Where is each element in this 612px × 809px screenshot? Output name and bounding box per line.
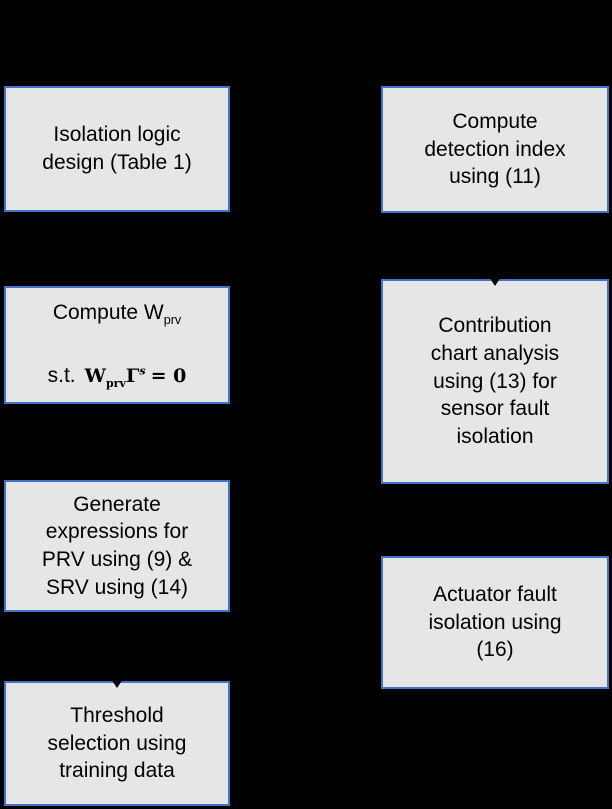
math-zero: 0	[173, 365, 187, 388]
arrow-down-icon	[109, 676, 125, 688]
math-w-subscript: prv	[105, 376, 126, 390]
box-label: Isolation logic design (Table 1)	[42, 123, 192, 174]
box-label: Threshold selection using training data	[47, 703, 187, 783]
math-gamma-superscript: s	[139, 364, 146, 378]
box-label: Generate expressions for PRV using (9) &…	[41, 492, 193, 599]
box-compute-wprv: Compute Wprv s.t.WprvΓs= 0	[4, 286, 230, 404]
box-compute-detection-index: Compute detection index using (11)	[381, 86, 609, 213]
such-that-text: s.t.	[47, 364, 76, 388]
w-subscript-prv: prv	[163, 312, 182, 327]
box-threshold-selection: Threshold selection using training data	[4, 681, 230, 806]
constraint-equation: WprvΓs = 0	[84, 364, 187, 390]
compute-wprv-line1: Compute Wprv	[10, 299, 224, 329]
box-label: Compute detection index using (11)	[424, 109, 566, 189]
math-gamma: Γ	[125, 365, 140, 388]
box-label: Actuator fault isolation using (16)	[428, 582, 562, 662]
box-label: Contribution chart analysis using (13) f…	[430, 314, 560, 449]
compute-wprv-line2: s.t. WprvΓs = 0	[10, 362, 224, 391]
compute-w-text: Compute W	[52, 300, 164, 324]
box-label: Compute Wprv s.t.WprvΓs= 0	[6, 271, 228, 419]
arrow-down-icon	[487, 274, 503, 286]
box-actuator-fault-isolation: Actuator fault isolation using (16)	[381, 556, 609, 689]
box-isolation-logic-design: Isolation logic design (Table 1)	[4, 86, 230, 212]
math-w: W	[84, 365, 106, 388]
box-generate-expressions: Generate expressions for PRV using (9) &…	[4, 480, 230, 612]
math-equals: =	[150, 365, 167, 388]
box-contribution-chart-analysis: Contribution chart analysis using (13) f…	[381, 279, 609, 484]
